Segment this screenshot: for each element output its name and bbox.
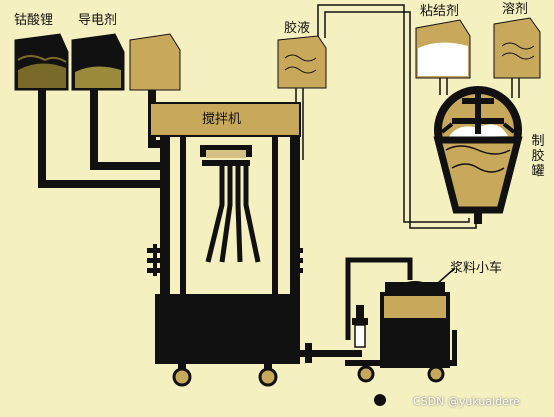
cart-label-leader (429, 267, 456, 291)
third-hopper (129, 33, 181, 91)
solvent-hopper (493, 17, 541, 79)
label-slurry-cart: 浆料小车 (450, 261, 503, 276)
label-cobalt: 钴酸锂 (14, 13, 54, 28)
glue-hopper (277, 35, 327, 89)
mixer (147, 102, 303, 387)
label-binder: 粘结剂 (420, 4, 460, 19)
slurry-cart (345, 257, 457, 406)
label-glue: 胶液 (284, 21, 311, 36)
label-conductive: 导电剂 (78, 13, 118, 28)
label-solvent: 溶剂 (502, 2, 529, 17)
conductive-hopper (71, 33, 125, 91)
glue-making-tank (433, 86, 523, 224)
label-mixer: 搅拌机 (202, 112, 242, 127)
watermark: CSDN @yukuaidere (413, 395, 520, 408)
label-glue-tank: 制胶罐 (531, 134, 545, 179)
binder-hopper (415, 19, 471, 79)
cobalt-hopper (14, 33, 69, 91)
light-pipes (295, 4, 520, 229)
